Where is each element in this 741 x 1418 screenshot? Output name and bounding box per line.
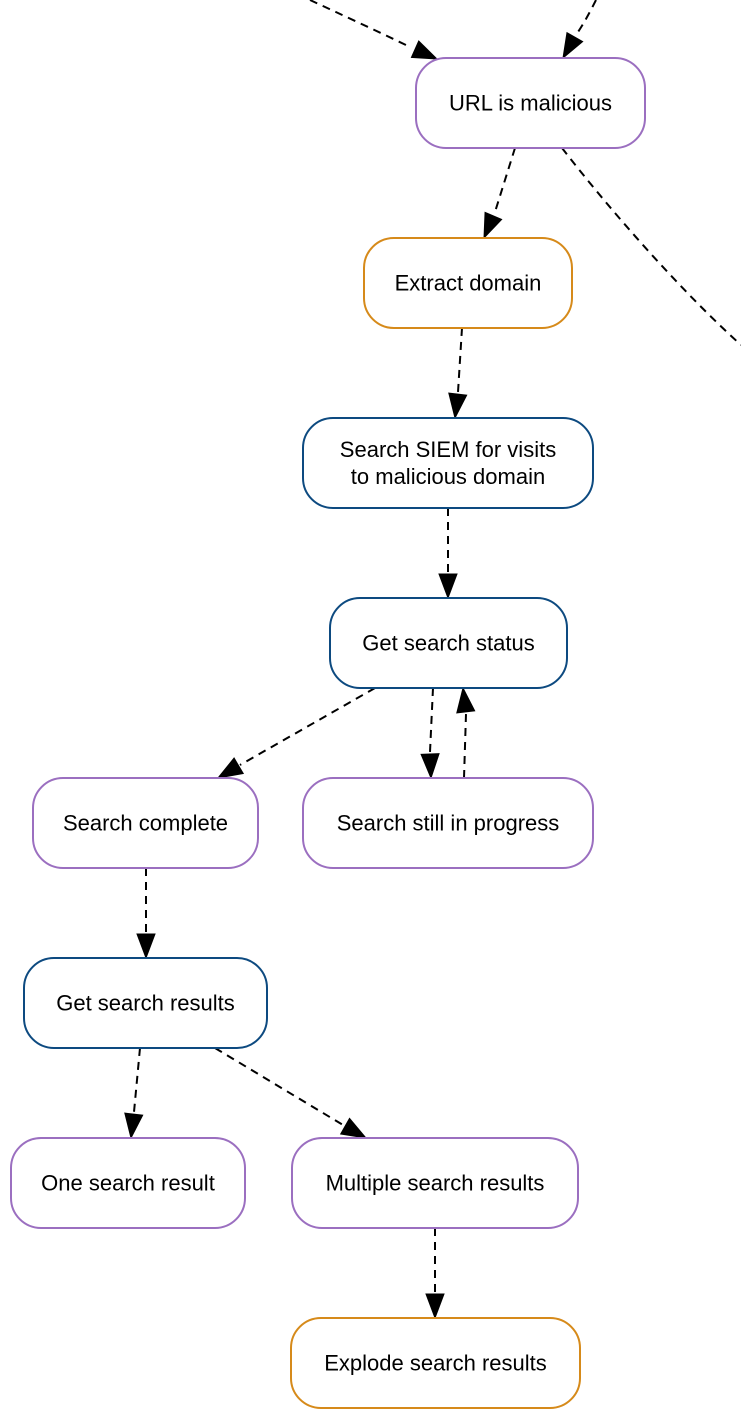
arrowhead-icon bbox=[448, 392, 468, 420]
arrowhead-icon bbox=[438, 573, 458, 600]
edge-line bbox=[429, 687, 434, 753]
edge-line bbox=[133, 1047, 141, 1113]
edge-line bbox=[463, 713, 467, 779]
node-label: Search still in progress bbox=[337, 811, 560, 836]
edge-line bbox=[239, 687, 376, 766]
arrowhead-icon bbox=[124, 1112, 144, 1140]
edge-search_in_progress-to-get_search_status bbox=[456, 686, 476, 779]
arrowhead-icon bbox=[425, 1293, 445, 1320]
edge-get_search_status-to-search_complete bbox=[216, 687, 376, 779]
edge-search_complete-to-get_search_results bbox=[136, 868, 156, 960]
node-label: Get search status bbox=[362, 631, 534, 656]
node-label: One search result bbox=[41, 1171, 215, 1196]
edge-extract_domain-to-search_siem bbox=[448, 327, 468, 420]
edge-line bbox=[214, 1047, 344, 1126]
arrowhead-icon bbox=[136, 933, 156, 960]
edge-search_siem-to-get_search_status bbox=[438, 508, 458, 600]
node-box bbox=[23, 957, 268, 1049]
node-search-in-progress: Search still in progress bbox=[302, 777, 594, 869]
arrowhead-icon bbox=[562, 31, 584, 60]
node-url-malicious: URL is malicious bbox=[415, 57, 646, 149]
node-box bbox=[291, 1137, 579, 1229]
edge-offscreen-to-url_malicious bbox=[562, 0, 597, 60]
node-explode-search-results: Explode search results bbox=[290, 1317, 581, 1409]
node-multiple-search-results: Multiple search results bbox=[291, 1137, 579, 1229]
node-label: Search SIEM for visits bbox=[340, 437, 556, 462]
edge-offscreen-to-url_malicious bbox=[309, 0, 439, 60]
node-label: Explode search results bbox=[324, 1351, 547, 1376]
edge-line bbox=[309, 0, 411, 48]
edge-line bbox=[457, 327, 463, 393]
node-label: to malicious domain bbox=[351, 464, 545, 489]
node-box bbox=[32, 777, 259, 869]
arrowhead-icon bbox=[420, 753, 440, 780]
edge-get_search_results-to-one_search_result bbox=[124, 1047, 144, 1140]
edge-get_search_status-to-search_in_progress bbox=[420, 687, 440, 780]
edge-multiple_search_results-to-explode_search_results bbox=[425, 1228, 445, 1320]
arrowhead-icon bbox=[216, 757, 245, 779]
node-get-search-results: Get search results bbox=[23, 957, 268, 1049]
node-extract-domain: Extract domain bbox=[363, 237, 573, 329]
node-box bbox=[302, 777, 594, 869]
node-label: Search complete bbox=[63, 811, 228, 836]
edge-line bbox=[575, 0, 597, 36]
node-search-complete: Search complete bbox=[32, 777, 259, 869]
edge-url_malicious-to-offscreen bbox=[561, 147, 741, 346]
edge-get_search_results-to-multiple_search_results bbox=[214, 1047, 368, 1139]
node-label: URL is malicious bbox=[449, 91, 612, 116]
node-box bbox=[10, 1137, 246, 1229]
node-box bbox=[290, 1317, 581, 1409]
node-box bbox=[329, 597, 568, 689]
arrowhead-icon bbox=[483, 211, 503, 240]
edge-line bbox=[494, 147, 516, 213]
arrowhead-icon bbox=[456, 686, 476, 714]
node-box bbox=[363, 237, 573, 329]
node-box bbox=[302, 417, 594, 509]
arrowhead-icon bbox=[339, 1117, 368, 1139]
node-one-search-result: One search result bbox=[10, 1137, 246, 1229]
node-label: Extract domain bbox=[395, 271, 542, 296]
node-box bbox=[415, 57, 646, 149]
edge-url_malicious-to-extract_domain bbox=[483, 147, 516, 240]
node-label: Multiple search results bbox=[326, 1171, 545, 1196]
edges-layer bbox=[124, 0, 741, 1320]
arrowhead-icon bbox=[410, 40, 439, 60]
edge-line bbox=[561, 147, 741, 346]
node-label: Get search results bbox=[56, 991, 235, 1016]
node-get-search-status: Get search status bbox=[329, 597, 568, 689]
